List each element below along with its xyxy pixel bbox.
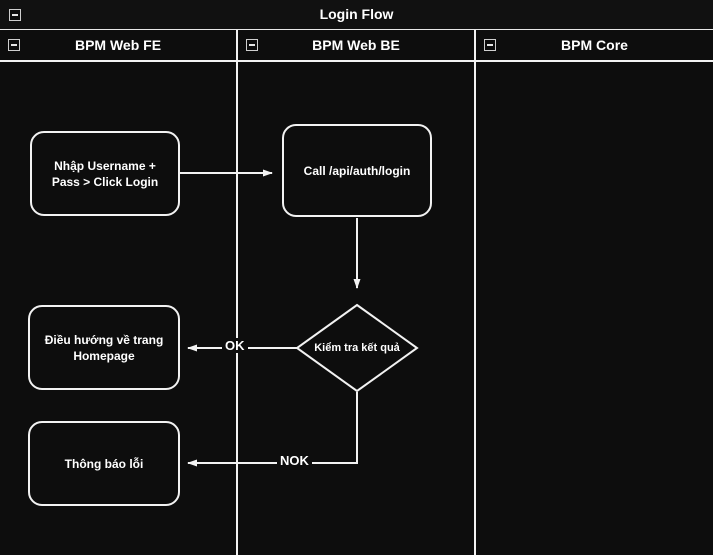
lane-header-bpm-web-fe: BPM Web FE	[0, 30, 236, 62]
diagram-title-bar: Login Flow	[0, 0, 713, 30]
collapse-minus-icon[interactable]	[246, 39, 258, 51]
node-label: Call /api/auth/login	[303, 163, 411, 178]
lane-header-bpm-core: BPM Core	[476, 30, 713, 62]
edge-label-nok: NOK	[277, 453, 312, 468]
node-dieu-huong-ve-trang-homepage[interactable]: Điều hướng về trang Homepage	[28, 305, 180, 390]
node-label: Kiểm tra kết quả	[314, 342, 400, 354]
node-call-api-auth-login[interactable]: Call /api/auth/login	[282, 124, 432, 217]
collapse-minus-icon[interactable]	[9, 9, 21, 21]
page-title: Login Flow	[319, 6, 394, 22]
decision-diamond-shape	[295, 303, 419, 393]
lane-header-bpm-web-be: BPM Web BE	[238, 30, 474, 62]
collapse-minus-icon[interactable]	[8, 39, 20, 51]
lane-bpm-web-fe: BPM Web FE	[0, 30, 238, 555]
node-label: Điều hướng về trang Homepage	[44, 332, 164, 363]
node-nhap-username[interactable]: Nhập Username + Pass > Click Login	[30, 131, 180, 216]
lane-bpm-core: BPM Core	[476, 30, 713, 555]
lane-bpm-web-be: BPM Web BE	[238, 30, 476, 555]
lane-title-bpm-core: BPM Core	[561, 37, 628, 53]
lane-title-bpm-web-be: BPM Web BE	[312, 37, 400, 53]
node-kiem-tra-ket-qua[interactable]: Kiểm tra kết quả	[295, 303, 419, 393]
lane-title-bpm-web-fe: BPM Web FE	[74, 37, 162, 53]
edge-label-ok: OK	[222, 338, 248, 353]
node-label: Thông báo lỗi	[64, 456, 144, 471]
collapse-minus-icon[interactable]	[484, 39, 496, 51]
node-label: Nhập Username + Pass > Click Login	[51, 158, 159, 189]
node-thong-bao-loi[interactable]: Thông báo lỗi	[28, 421, 180, 506]
